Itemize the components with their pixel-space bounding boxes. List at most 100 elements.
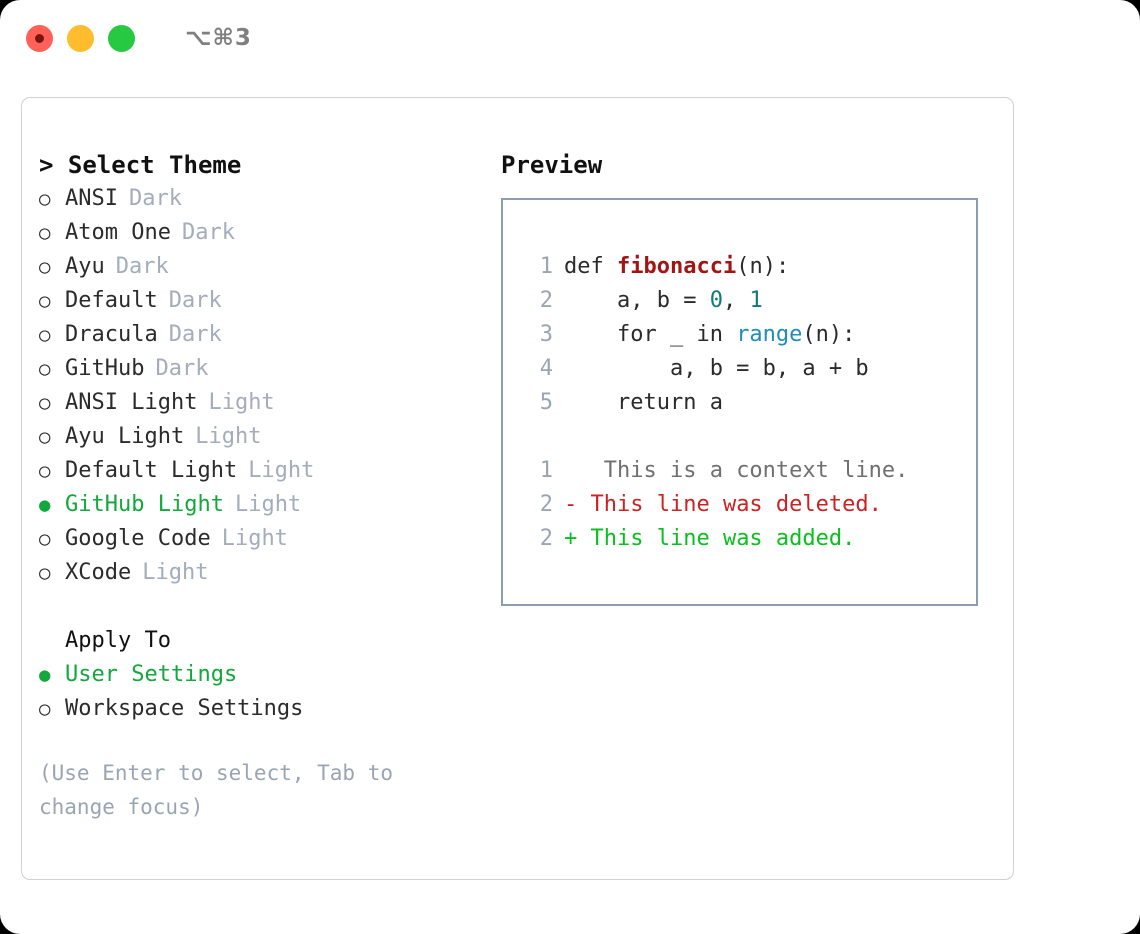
code-line-number: 1	[539, 254, 553, 279]
code-token-call: range	[736, 322, 803, 347]
apply-to-option-user-settings[interactable]: ● User Settings	[39, 658, 489, 692]
diff-line-context: 1 This is a context line.	[523, 454, 976, 488]
code-line: 1 def fibonacci(n):	[523, 250, 976, 284]
theme-option-kind: Dark	[155, 356, 209, 381]
radio-unselected-icon[interactable]: ○	[39, 188, 51, 210]
theme-option-default[interactable]: ○ Default Dark	[39, 284, 489, 318]
diff-sign	[564, 454, 577, 488]
diff-line-number: 2	[539, 492, 553, 517]
theme-option-kind: Light	[248, 458, 315, 483]
theme-option-label: Default Light	[65, 458, 238, 483]
traffic-lights	[26, 24, 135, 52]
preview-title: Preview	[501, 151, 603, 179]
theme-option-label: Dracula	[65, 322, 158, 347]
theme-option-label: Google Code	[65, 526, 211, 551]
diff-sample: 1 This is a context line.2- This line wa…	[523, 454, 976, 556]
code-token-plain: a, b =	[564, 288, 710, 313]
radio-unselected-icon[interactable]: ○	[39, 256, 51, 278]
theme-option-label: GitHub Light	[65, 492, 224, 517]
radio-unselected-icon[interactable]: ○	[39, 358, 51, 380]
apply-to-list[interactable]: ● User Settings ○ Workspace Settings	[39, 658, 489, 726]
code-line: 4 a, b = b, a + b	[523, 352, 976, 386]
theme-option-label: ANSI Light	[65, 390, 198, 415]
diff-line-number: 2	[539, 526, 553, 551]
theme-option-kind: Dark	[168, 322, 222, 347]
code-line-text: a, b = 0, 1	[564, 284, 763, 318]
theme-option-ansi-light[interactable]: ○ ANSI Light Light	[39, 386, 489, 420]
code-token-plain: for _ in	[564, 322, 737, 347]
radio-unselected-icon[interactable]: ○	[39, 324, 51, 346]
code-token-plain: def	[564, 254, 617, 279]
code-token-plain: (n):	[802, 322, 856, 347]
theme-option-ansi[interactable]: ○ ANSI Dark	[39, 182, 489, 216]
radio-unselected-icon[interactable]: ○	[39, 528, 51, 550]
radio-selected-icon[interactable]: ●	[39, 494, 51, 516]
theme-option-default-light[interactable]: ○ Default Light Light	[39, 454, 489, 488]
code-line-text: a, b = b, a + b	[564, 352, 869, 386]
code-line-text: return a	[564, 386, 723, 420]
code-line: 5 return a	[523, 386, 976, 420]
keyboard-shortcut-label: ⌥⌘3	[185, 25, 252, 51]
theme-option-label: GitHub	[65, 356, 145, 381]
radio-unselected-icon[interactable]: ○	[39, 392, 51, 414]
radio-unselected-icon[interactable]: ○	[39, 562, 51, 584]
theme-option-ayu-light[interactable]: ○ Ayu Light Light	[39, 420, 489, 454]
diff-line-del: 2- This line was deleted.	[523, 488, 976, 522]
diff-sign: -	[564, 492, 578, 517]
theme-option-kind: Light	[195, 424, 262, 449]
theme-option-github[interactable]: ○ GitHub Dark	[39, 352, 489, 386]
theme-option-xcode[interactable]: ○ XCode Light	[39, 556, 489, 590]
close-window-icon[interactable]	[26, 24, 53, 52]
list-spacer	[39, 590, 489, 624]
radio-unselected-icon[interactable]: ○	[39, 460, 51, 482]
theme-option-github-light[interactable]: ● GitHub Light Light	[39, 488, 489, 522]
theme-option-label: Default	[65, 288, 158, 313]
code-token-plain: return a	[564, 390, 723, 415]
apply-to-option-workspace-settings[interactable]: ○ Workspace Settings	[39, 692, 489, 726]
code-line-text: for _ in range(n):	[564, 318, 855, 352]
diff-sign: +	[564, 526, 578, 551]
apply-to-option-label: Workspace Settings	[65, 696, 304, 721]
theme-option-label: XCode	[65, 560, 132, 585]
code-diff-gap	[523, 420, 976, 454]
diff-line-text: This is a context line.	[577, 458, 909, 483]
diff-line-number: 1	[539, 458, 553, 483]
code-token-plain: (n):	[736, 254, 790, 279]
apply-to-title: Apply To	[65, 628, 171, 653]
theme-option-label: Atom One	[65, 220, 171, 245]
code-token-num: 1	[749, 288, 763, 313]
maximize-window-icon[interactable]	[108, 24, 135, 52]
theme-option-kind: Light	[208, 390, 275, 415]
page-title: > Select Theme	[39, 151, 242, 179]
radio-unselected-icon[interactable]: ○	[39, 698, 51, 720]
theme-option-label: ANSI	[65, 186, 118, 211]
code-line-text: def fibonacci(n):	[564, 250, 789, 284]
theme-option-dracula[interactable]: ○ Dracula Dark	[39, 318, 489, 352]
title-bar: ⌥⌘3	[0, 0, 1140, 76]
theme-option-kind: Dark	[128, 186, 182, 211]
diff-line-text: This line was added.	[577, 526, 856, 551]
code-token-plain: a, b = b, a + b	[564, 356, 869, 381]
theme-option-kind: Dark	[168, 288, 222, 313]
theme-option-label: Ayu Light	[65, 424, 185, 449]
diff-line-text: This line was deleted.	[577, 492, 882, 517]
code-token-plain: ,	[722, 288, 750, 313]
diff-line-add: 2 + This line was added.	[523, 522, 976, 556]
theme-option-kind: Light	[234, 492, 302, 517]
radio-unselected-icon[interactable]: ○	[39, 222, 51, 244]
apply-to-option-label: User Settings	[65, 662, 238, 687]
code-token-func: fibonacci	[616, 254, 737, 279]
radio-unselected-icon[interactable]: ○	[39, 290, 51, 312]
theme-option-kind: Light	[142, 560, 209, 585]
minimize-window-icon[interactable]	[67, 24, 94, 52]
radio-selected-icon[interactable]: ●	[39, 664, 51, 686]
radio-unselected-icon[interactable]: ○	[39, 426, 51, 448]
